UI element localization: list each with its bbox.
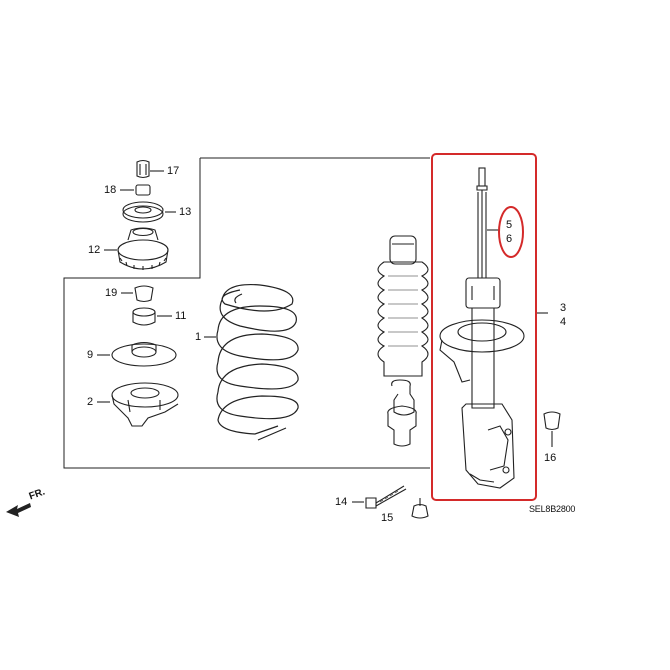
- front-direction-arrow-icon: [6, 503, 31, 517]
- diagram-code: SEL8B2800: [529, 504, 576, 514]
- callout-6: 6: [506, 233, 513, 245]
- callout-4: 4: [560, 316, 567, 328]
- part-12-mount: [104, 227, 169, 270]
- part-19-nut: [121, 285, 154, 303]
- part-17-nut: [136, 159, 164, 179]
- callout-12: 12: [88, 244, 101, 256]
- callout-9: 9: [87, 349, 94, 361]
- assembly-boundary-line: [63, 157, 430, 469]
- part-15-bolt: [411, 498, 429, 519]
- part-5-6-highlight-oval: [498, 206, 524, 258]
- part-9-spring-seat: [97, 341, 177, 367]
- strut-assembly: [439, 167, 525, 489]
- bump-stop: [387, 379, 417, 447]
- callout-2: 2: [87, 396, 94, 408]
- part-1-coil-spring: [216, 283, 299, 441]
- part-13-bearing: [122, 201, 176, 223]
- part-11-bushing: [132, 307, 172, 326]
- callout-18: 18: [104, 184, 117, 196]
- callout-5: 5: [506, 219, 513, 231]
- callout-16: 16: [544, 452, 557, 464]
- callout-3: 3: [560, 302, 567, 314]
- part-14-bolt: [352, 485, 407, 509]
- callout-17: 17: [167, 165, 180, 177]
- callout-1: 1: [195, 331, 202, 343]
- dust-boot: [377, 235, 429, 377]
- callout-19: 19: [105, 287, 118, 299]
- callout-15: 15: [381, 512, 394, 524]
- callout-11: 11: [175, 310, 187, 322]
- part-18-washer: [120, 184, 151, 196]
- part-2-lower-seat: [97, 382, 179, 427]
- callout-14: 14: [335, 496, 348, 508]
- strut-highlight-box: [431, 153, 537, 501]
- callout-13: 13: [179, 206, 192, 218]
- part-16-nut: [543, 411, 561, 447]
